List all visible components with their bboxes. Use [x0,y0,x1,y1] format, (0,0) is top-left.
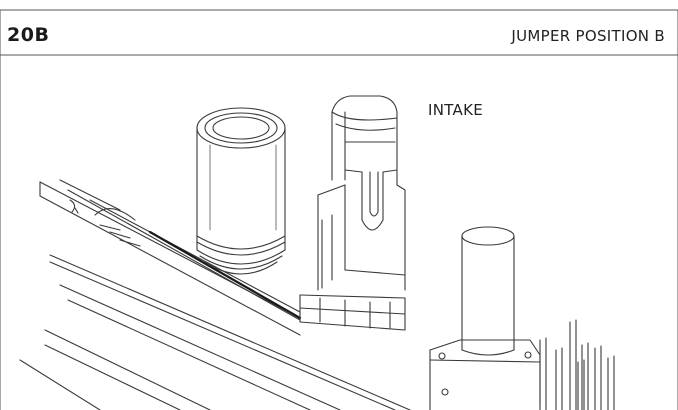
tactile-switch [429,226,541,410]
capacitor [196,107,286,275]
header-pins [539,319,615,410]
pcb-board [19,179,411,410]
frame-border [0,9,678,410]
figure-title: JUMPER POSITION B [511,27,665,45]
figure-number: 20B [7,24,50,46]
intake-label: INTAKE [428,101,484,119]
jumper-connector [299,95,406,331]
